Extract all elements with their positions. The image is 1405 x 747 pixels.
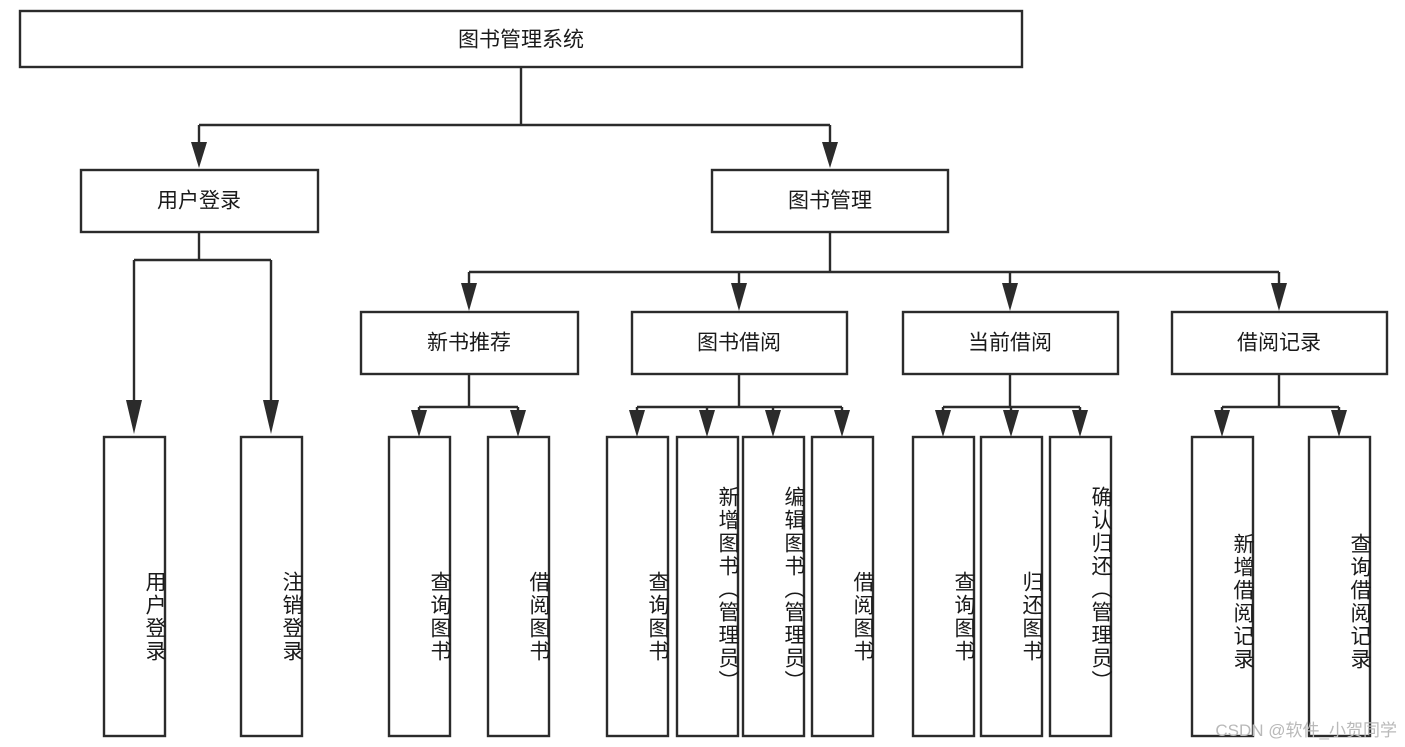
node-root-book-management-system[interactable] xyxy=(18,9,1024,69)
leaf-book-borrow-3[interactable] xyxy=(810,435,875,738)
node-borrow-record[interactable] xyxy=(1170,310,1389,376)
node-book-management-label: 图书管理 xyxy=(788,190,872,213)
node-book-borrow-label: 图书借阅 xyxy=(697,332,781,355)
leaf-user-login-0[interactable] xyxy=(102,435,167,738)
leaf-current-borrow-1[interactable] xyxy=(979,435,1044,738)
leaf-new-book-recommend-1[interactable] xyxy=(486,435,551,738)
arrowhead-leaf-cb-1 xyxy=(1003,410,1019,437)
node-current-borrow-label: 当前借阅 xyxy=(968,332,1052,355)
leaf-book-borrow-1[interactable] xyxy=(675,435,740,738)
arrowhead-leaf-bb-0 xyxy=(629,410,645,437)
node-user-login[interactable] xyxy=(79,168,320,234)
leaf-new-book-recommend-0[interactable] xyxy=(387,435,452,738)
arrowhead-leaf-br-1 xyxy=(1331,410,1347,437)
node-root-label: 图书管理系统 xyxy=(458,29,584,52)
arrowhead-book-borrow xyxy=(731,283,747,311)
node-new-book-recommend[interactable] xyxy=(359,310,580,376)
arrowhead-user-login xyxy=(191,142,207,168)
arrowhead-leaf-br-0 xyxy=(1214,410,1230,437)
node-current-borrow[interactable] xyxy=(901,310,1120,376)
arrowhead-leaf-bb-3 xyxy=(834,410,850,437)
arrowhead-leaf-bb-2 xyxy=(765,410,781,437)
node-user-login-label: 用户登录 xyxy=(157,190,241,213)
leaf-current-borrow-0[interactable] xyxy=(911,435,976,738)
connector-group xyxy=(126,67,1347,437)
node-new-book-recommend-label: 新书推荐 xyxy=(427,332,511,355)
arrowhead-book-manage xyxy=(822,142,838,168)
csdn-watermark: CSDN @软件_小贺同学 xyxy=(1215,721,1397,740)
arrowhead-current-borrow xyxy=(1002,283,1018,311)
arrowhead-leaf-cb-0 xyxy=(935,410,951,437)
leaf-user-login-1[interactable] xyxy=(239,435,304,738)
leaf-book-borrow-0[interactable] xyxy=(605,435,670,738)
arrowhead-leaf-nb-1 xyxy=(510,410,526,437)
leaf-book-borrow-2[interactable] xyxy=(741,435,806,738)
leaf-current-borrow-2[interactable] xyxy=(1048,435,1113,738)
leaf-borrow-record-1[interactable] xyxy=(1307,435,1372,738)
leaf-borrow-record-0[interactable] xyxy=(1190,435,1255,738)
node-group: 图书管理系统 用户登录 图书管理 新书推荐 图书借阅 当前借阅 借阅记录 xyxy=(18,9,1389,738)
arrowhead-leaf-user-login-0 xyxy=(126,400,142,434)
node-borrow-record-label: 借阅记录 xyxy=(1237,332,1321,355)
node-book-management[interactable] xyxy=(710,168,950,234)
arrowhead-leaf-nb-0 xyxy=(411,410,427,437)
arrowhead-leaf-cb-2 xyxy=(1072,410,1088,437)
arrowhead-borrow-record xyxy=(1271,283,1287,311)
arrowhead-new-book xyxy=(461,283,477,311)
arrowhead-leaf-bb-1 xyxy=(699,410,715,437)
arrowhead-leaf-user-login-1 xyxy=(263,400,279,434)
node-book-borrow[interactable] xyxy=(630,310,849,376)
